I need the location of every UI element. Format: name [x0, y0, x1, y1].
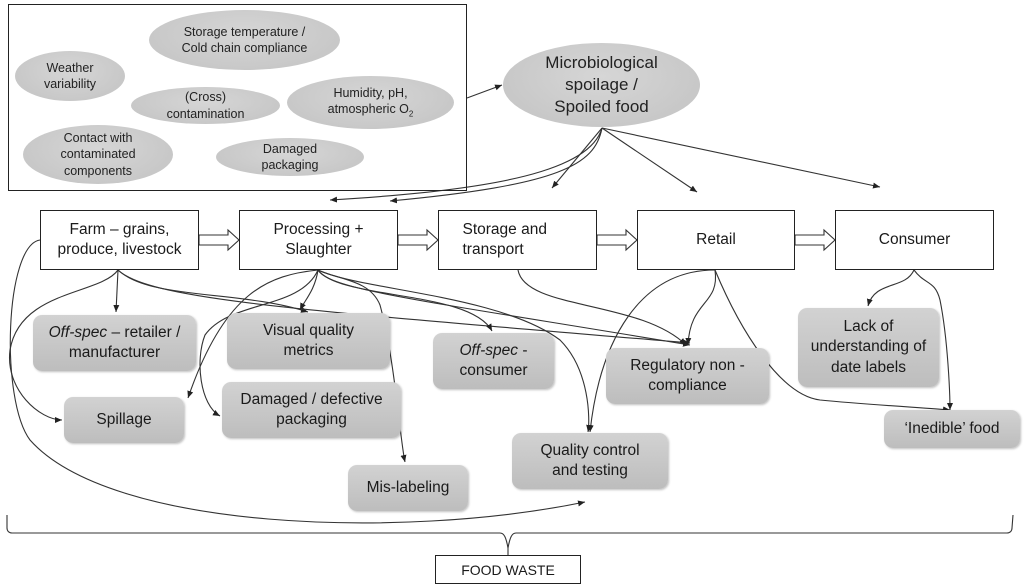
- arrow-spoilage-to-processing: [389, 127, 603, 204]
- arrow-farm-spillage: [9, 269, 119, 423]
- flow-arrow-storage-retail: [596, 228, 638, 252]
- arrow-spoilage-to-retail: [601, 127, 698, 193]
- factor-cross-contamination: (Cross) contamination: [131, 87, 280, 124]
- factor-label: Weather variability: [43, 60, 97, 91]
- arrow-spoilage-to-consumer: [601, 127, 881, 189]
- arrow-consumer-date-labels: [866, 269, 915, 307]
- stage-label: Farm – grains, produce, livestock: [57, 220, 182, 258]
- arrow-consumer-inedible: [913, 269, 953, 411]
- cause-label: Mis-labeling: [366, 478, 450, 496]
- stage-label: Storage and transport: [462, 220, 547, 258]
- arrow-processing-quality: [317, 269, 593, 433]
- cause-visual-quality: Visual quality metrics: [227, 313, 390, 369]
- stage-label: Consumer: [878, 230, 951, 248]
- cause-label: Off-spec – retailer / manufacturer: [40, 323, 190, 363]
- arrow-processing-damaged: [199, 269, 319, 417]
- food-waste-label: FOOD WASTE: [435, 555, 581, 584]
- arrow-retail-regulatory: [685, 269, 717, 346]
- arrow-factors-to-spoilage: [466, 84, 503, 99]
- factor-label: Storage temperature / Cold chain complia…: [181, 24, 308, 55]
- cause-date-labels: Lack of understanding of date labels: [798, 308, 939, 387]
- factor-label: Humidity, pH, atmospheric O2: [311, 85, 431, 120]
- cause-mislabeling: Mis-labeling: [348, 465, 468, 511]
- factor-label: Contact with contaminated components: [60, 131, 136, 178]
- cause-label: ‘Inedible’ food: [904, 419, 1000, 437]
- offspec-rest: - consumer: [459, 341, 528, 379]
- spoilage-label: Microbiological spoilage / Spoiled food: [545, 52, 658, 117]
- arrow-farm-quality: [9, 239, 586, 524]
- food-waste-bracket: [6, 514, 1014, 549]
- factor-label: Damaged packaging: [261, 141, 319, 172]
- factor-damaged-packaging: Damaged packaging: [216, 138, 364, 176]
- cause-label: Lack of understanding of date labels: [810, 318, 927, 376]
- arrow-processing-visual: [299, 269, 319, 311]
- cause-regulatory-noncompliance: Regulatory non - compliance: [606, 348, 769, 404]
- stage-retail: Retail: [637, 210, 795, 270]
- arrow-farm-regulatory: [117, 269, 691, 346]
- flow-arrow-processing-storage: [397, 228, 439, 252]
- cause-offspec-retailer: Off-spec – retailer / manufacturer: [33, 315, 196, 371]
- factor-storage-temperature: Storage temperature / Cold chain complia…: [149, 10, 340, 70]
- cause-damaged-defective-packaging: Damaged / defective packaging: [222, 382, 401, 438]
- cause-label: Spillage: [96, 410, 152, 428]
- cause-label: Off-spec - consumer: [449, 341, 539, 381]
- cause-label: Damaged / defective packaging: [240, 390, 383, 428]
- food-waste-text: FOOD WASTE: [461, 561, 555, 578]
- stage-farm: Farm – grains, produce, livestock: [40, 210, 199, 270]
- stage-label: Retail: [696, 230, 736, 248]
- arrow-storage-regulatory: [517, 269, 687, 346]
- stage-processing: Processing + Slaughter: [239, 210, 398, 270]
- factor-weather-variability: Weather variability: [15, 51, 125, 101]
- arrow-farm-offspec: [113, 269, 120, 313]
- factor-humidity: Humidity, pH, atmospheric O2: [287, 76, 454, 129]
- microbiological-spoilage: Microbiological spoilage / Spoiled food: [503, 43, 700, 127]
- arrow-processing-spillage: [187, 269, 319, 399]
- factor-contact-contaminated: Contact with contaminated components: [23, 125, 173, 184]
- flow-arrow-retail-consumer: [794, 228, 836, 252]
- flow-arrow-farm-processing: [198, 228, 240, 252]
- cause-label: Visual quality metrics: [262, 321, 355, 359]
- stage-consumer: Consumer: [835, 210, 994, 270]
- arrow-retail-inedible: [714, 269, 951, 413]
- humidity-text: Humidity, pH, atmospheric O: [327, 85, 409, 117]
- cause-offspec-consumer: Off-spec - consumer: [433, 333, 554, 389]
- arrow-farm-visual: [117, 269, 309, 313]
- cause-label: Regulatory non - compliance: [630, 356, 745, 394]
- factor-label: (Cross) contamination: [166, 90, 245, 121]
- contributing-factors-box: [8, 4, 467, 191]
- cause-inedible-food: ‘Inedible’ food: [884, 410, 1020, 448]
- cause-label: Quality control and testing: [540, 441, 640, 479]
- arrow-processing-regulatory: [317, 269, 691, 347]
- offspec-rest: – retailer / manufacturer: [68, 323, 181, 361]
- offspec-italic: Off-spec: [459, 341, 519, 359]
- stage-label: Processing + Slaughter: [273, 220, 364, 258]
- humidity-subscript: 2: [408, 109, 414, 119]
- cause-quality-control: Quality control and testing: [512, 433, 668, 489]
- arrow-spoilage-to-farm: [329, 127, 603, 203]
- arrow-spoilage-to-storage: [551, 127, 603, 189]
- arrow-retail-quality: [587, 269, 716, 433]
- stage-storage-transport: Storage and transport: [438, 210, 597, 270]
- cause-spillage: Spillage: [64, 397, 184, 443]
- offspec-italic: Off-spec: [48, 323, 108, 341]
